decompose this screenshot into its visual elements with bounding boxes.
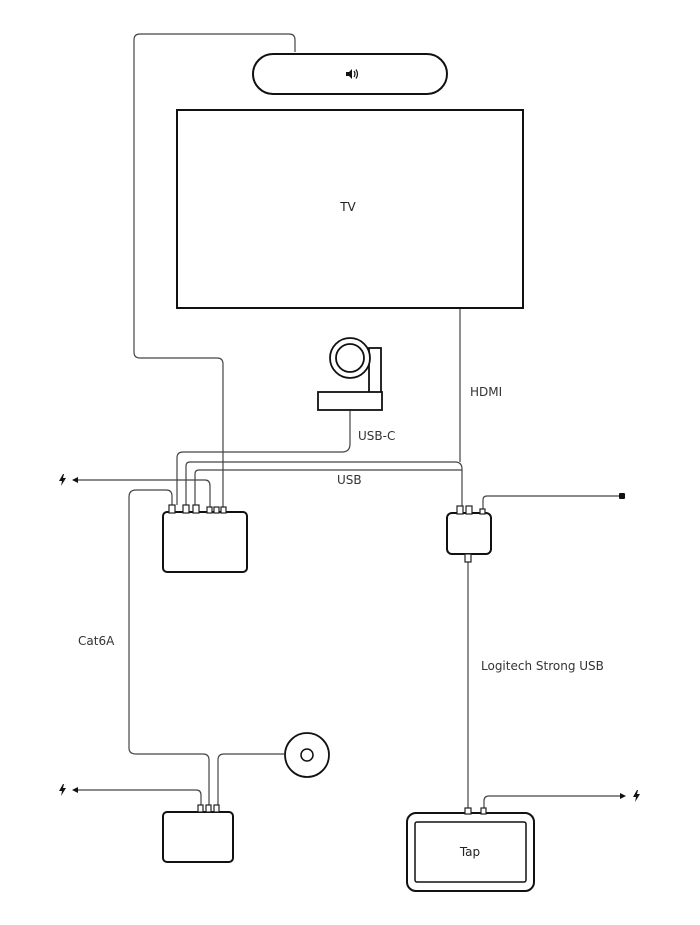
tap-label: Tap [459,845,480,859]
mic-pod [284,732,330,778]
usb-label: USB [337,473,362,487]
cat6a-cable [128,489,210,806]
usb-c-label: USB-C [358,429,395,443]
power-bolt-icon [59,784,66,796]
camera [317,337,383,411]
host-power-cable [78,479,211,509]
usb-cable-lower [194,469,462,505]
power-bolt-icon [59,474,66,486]
tap-port-usb [464,807,472,815]
host-ports [168,504,227,514]
tap-screen [414,821,527,883]
power-plug-icon [620,793,626,799]
hdmi-ingest-box [446,512,492,555]
hdmi-label: HDMI [470,385,502,399]
extender-power-cable [78,789,202,806]
ingest-power-cable [482,495,620,511]
ingest-ports [456,505,486,563]
tv-display [176,109,524,309]
host-computer [162,511,248,573]
speaker-icon [346,69,359,79]
mic-pod-cable [217,753,284,806]
power-plug-icon [619,493,625,499]
power-bolt-icon [633,790,640,802]
tap-power-cable [483,795,622,812]
usb-c-cable [176,411,351,505]
strong-usb-label: Logitech Strong USB [481,659,604,673]
soundbar-cable [133,33,296,509]
usb-cable-upper [185,461,463,508]
extender-ports [197,804,220,813]
extender-box [162,811,234,863]
power-plug-icon [72,787,78,793]
cat6a-label: Cat6A [78,634,115,648]
power-plug-icon [72,477,78,483]
tap-port-power [480,807,487,815]
tv-label: TV [339,200,356,214]
